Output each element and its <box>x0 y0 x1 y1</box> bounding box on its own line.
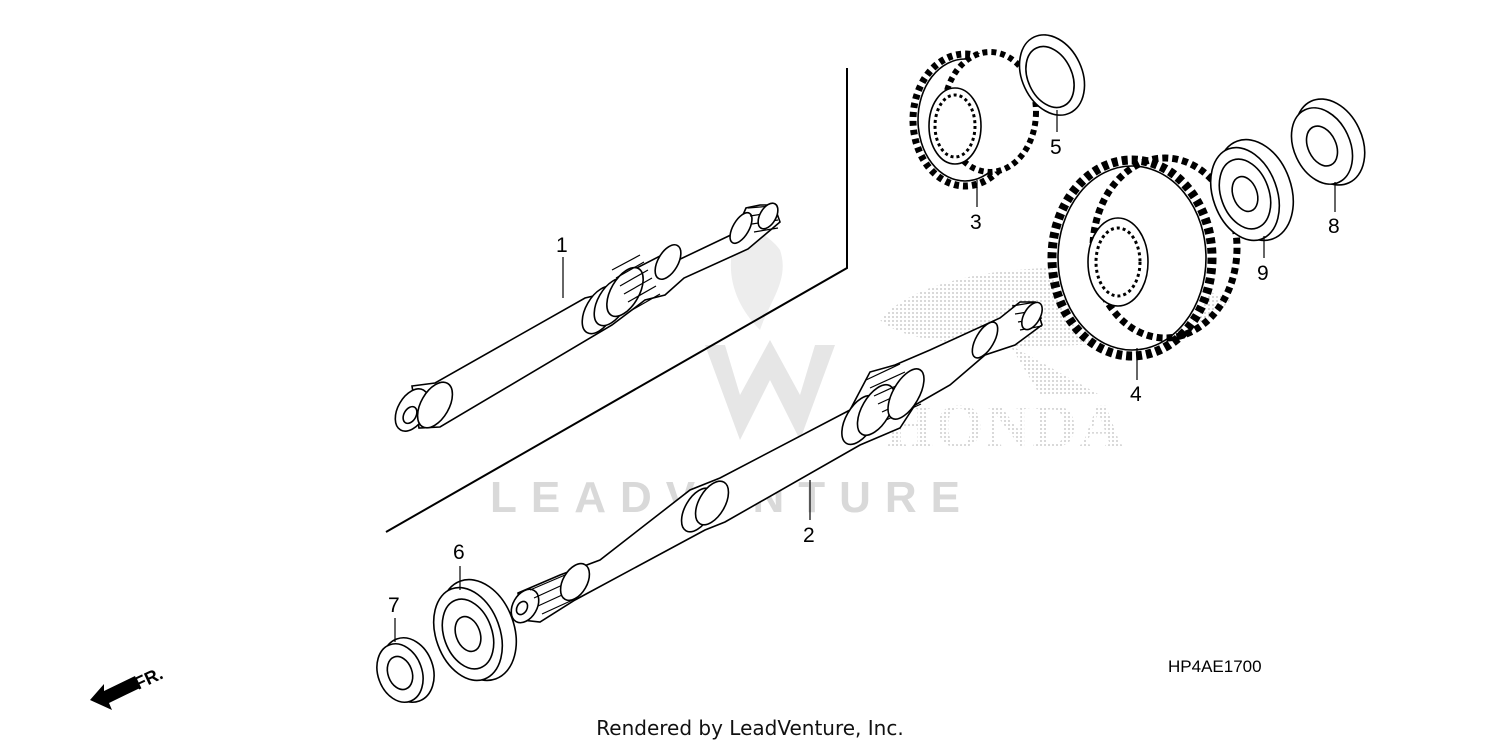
bearing-part-6 <box>432 578 518 682</box>
shaft-1-spline <box>606 254 661 318</box>
seal-part-7 <box>376 637 435 703</box>
callout-part-2: 2 <box>803 524 815 547</box>
callout-part-4: 4 <box>1130 383 1142 406</box>
leader-lines <box>394 110 1336 642</box>
washer-part-5 <box>1018 34 1086 116</box>
callout-part-3: 3 <box>970 211 982 234</box>
credit-line: Rendered by LeadVenture, Inc. <box>596 716 904 740</box>
assembly-divider-line <box>385 68 848 533</box>
shaft-2-end-spline <box>1011 301 1044 331</box>
callout-part-6: 6 <box>453 541 465 564</box>
shaft-2-spline <box>865 363 925 421</box>
front-direction-arrow-icon: FR. <box>90 663 166 710</box>
shaft-2-front-spline <box>529 562 591 615</box>
shaft-part-2 <box>510 301 1044 624</box>
seal-part-8 <box>1290 98 1366 186</box>
callout-part-5: 5 <box>1050 136 1062 159</box>
shaft-1-end-spline <box>747 202 779 233</box>
callout-part-7: 7 <box>388 594 400 617</box>
callout-part-1: 1 <box>556 234 568 257</box>
diagram-code: HP4AE1700 <box>1168 657 1262 676</box>
honda-watermark-text: HONDA <box>885 393 1126 461</box>
gear-part-3 <box>909 49 1039 190</box>
bearing-part-9 <box>1209 138 1295 242</box>
shaft-part-1 <box>394 202 781 432</box>
gear-part-4 <box>1047 154 1241 361</box>
callout-part-9: 9 <box>1257 262 1269 285</box>
callout-part-8: 8 <box>1328 215 1340 238</box>
